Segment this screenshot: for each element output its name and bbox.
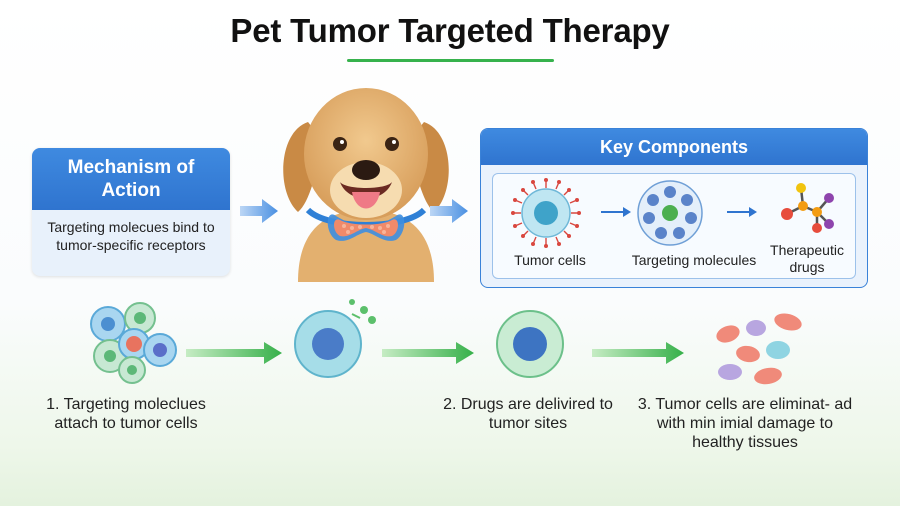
therapeutic-drug-molecule-icon bbox=[781, 183, 834, 233]
tumor-cell-icon bbox=[511, 178, 581, 248]
page-title: Pet Tumor Targeted Therapy bbox=[230, 12, 670, 49]
arrow-right-icon bbox=[727, 207, 757, 217]
key-item-label: Therapeutic drugs bbox=[770, 242, 844, 275]
dog-illustration bbox=[283, 88, 449, 282]
eliminated-cells-illustration bbox=[716, 313, 802, 385]
key-components-card: Key Components Tumor cells bbox=[480, 128, 868, 288]
title-underline bbox=[347, 59, 554, 62]
drug-delivered-cell-illustration bbox=[496, 310, 564, 378]
arrow-right-icon bbox=[430, 199, 468, 223]
key-item-label: Tumor cells bbox=[514, 252, 586, 268]
mechanism-description: Targeting molecues bind to tumor-specifi… bbox=[47, 219, 215, 253]
mechanism-heading: Mechanism of Action bbox=[32, 148, 230, 210]
step-1-label: 1. Targeting moleclues attach to tumor c… bbox=[46, 396, 206, 432]
key-item-label: Targeting molecules bbox=[631, 252, 757, 268]
cell-cluster-illustration bbox=[90, 302, 177, 384]
key-components-panel: Tumor cells Targeting molecules bbox=[492, 173, 856, 279]
arrow-right-icon bbox=[592, 342, 684, 364]
step-2-label: 2. Drugs are delivired to tumor sites bbox=[443, 396, 613, 432]
arrow-right-icon bbox=[601, 207, 631, 217]
arrow-right-icon bbox=[186, 342, 282, 364]
arrow-right-icon bbox=[240, 199, 278, 223]
arrow-right-icon bbox=[382, 342, 474, 364]
targeted-cell-illustration bbox=[294, 299, 376, 378]
step-3-label: 3. Tumor cells are eliminat- ad with min… bbox=[637, 396, 853, 451]
mechanism-card: Mechanism of Action Targeting molecues b… bbox=[32, 148, 230, 276]
key-components-heading: Key Components bbox=[481, 129, 867, 165]
targeting-molecules-icon bbox=[637, 180, 703, 246]
